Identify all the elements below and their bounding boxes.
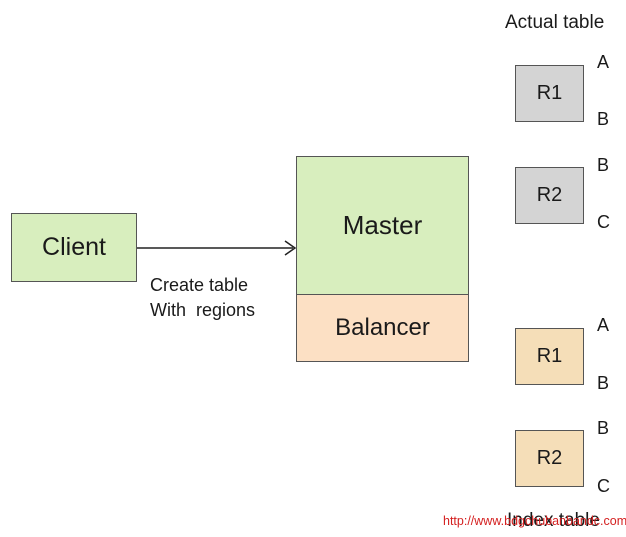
region-label: R1 <box>536 345 563 367</box>
master-node: Master <box>296 156 469 295</box>
client-label: Client <box>42 233 106 261</box>
edge-label: Create table With regions <box>150 273 255 323</box>
actual-region-r1: R1 <box>515 65 584 122</box>
actual-region-r2: R2 <box>515 167 584 224</box>
actual-r2-start-key: B <box>597 155 610 175</box>
actual-r2-end-key: C <box>597 212 610 232</box>
edge-label-line2: With regions <box>150 300 256 320</box>
index-table-title: Index table <box>507 510 600 531</box>
balancer-node: Balancer <box>296 294 469 362</box>
master-label: Master <box>342 210 423 240</box>
index-r1-end-key: B <box>597 373 610 393</box>
actual-r1-start-key: A <box>597 52 610 72</box>
balancer-label: Balancer <box>335 314 430 341</box>
index-region-r1: R1 <box>515 328 584 385</box>
region-label: R2 <box>536 447 563 469</box>
index-r2-start-key: B <box>597 418 610 438</box>
index-r2-end-key: C <box>597 476 610 496</box>
actual-table-title: Actual table <box>505 12 605 33</box>
client-node: Client <box>11 213 137 282</box>
region-label: R1 <box>536 82 563 104</box>
actual-r1-end-key: B <box>597 109 610 129</box>
index-r1-start-key: A <box>597 315 610 335</box>
edge-label-line1: Create table <box>150 275 249 295</box>
region-label: R2 <box>536 184 563 206</box>
watermark: http://www.bdgchubanbandc.com <box>443 514 626 528</box>
index-region-r2: R2 <box>515 430 584 487</box>
